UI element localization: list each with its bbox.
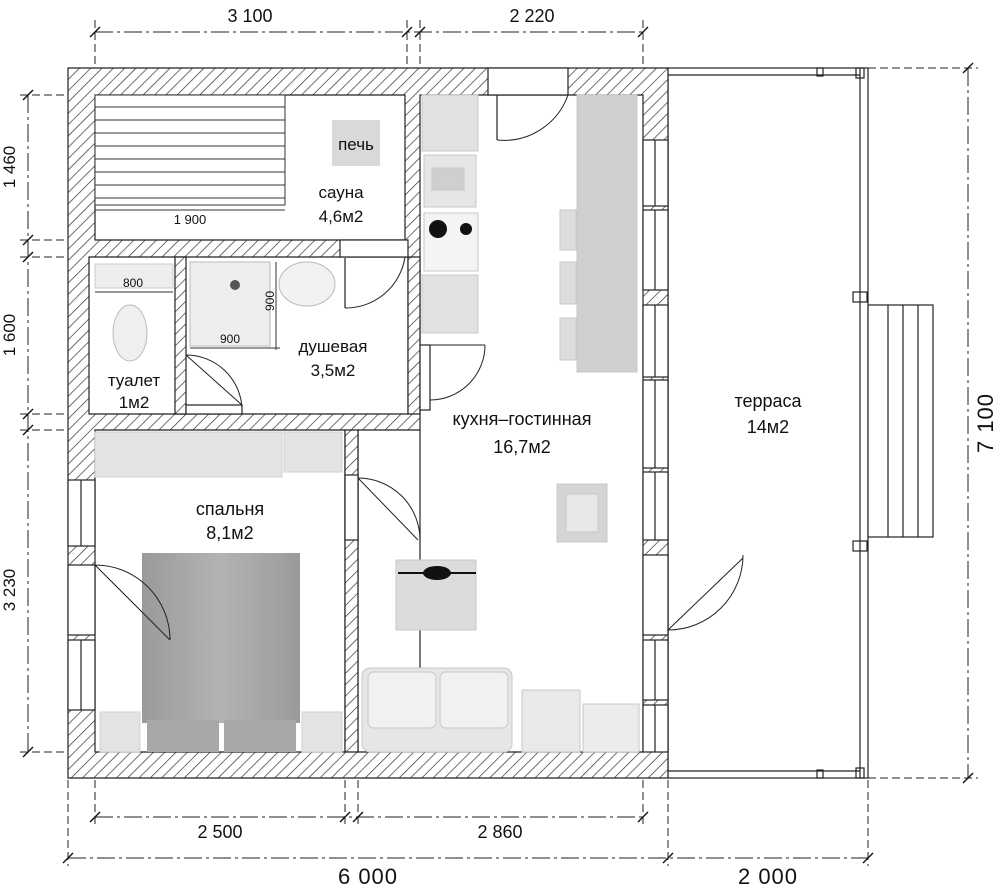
kitchen-area: 16,7м2 — [493, 437, 551, 457]
toilet-label: туалет — [107, 371, 161, 390]
shower-area: 3,5м2 — [310, 361, 356, 380]
bedroom-label: спальня — [195, 499, 265, 519]
dim-total-height: 7 100 — [973, 392, 998, 454]
toilet-area: 1м2 — [118, 393, 150, 412]
kitchen-furniture — [361, 94, 640, 753]
sauna-label: сауна — [318, 183, 364, 202]
bed-pillow-right — [224, 720, 296, 752]
stove-label: печь — [338, 135, 374, 154]
wall-openings — [67, 67, 669, 636]
shower-drain — [230, 280, 240, 290]
dim-left-mid: 1 600 — [0, 313, 19, 357]
dim-toilet-width: 800 — [122, 276, 144, 290]
dim-shower-depth: 900 — [263, 290, 277, 312]
terrace-steps — [867, 304, 934, 538]
dim-sauna-bench: 1 900 — [173, 212, 207, 227]
dim-left-bottom: 3 230 — [0, 568, 19, 612]
terrace-area: 14м2 — [746, 417, 790, 437]
terrace-label: терраса — [734, 391, 802, 411]
shower-tray — [189, 261, 271, 347]
dim-top-right: 2 220 — [509, 6, 555, 26]
dim-left-top: 1 460 — [0, 145, 19, 189]
toilet-bowl — [112, 304, 148, 362]
bedroom-furniture — [94, 431, 343, 753]
shower-sink — [278, 261, 336, 307]
dim-bottom-right: 2 860 — [477, 822, 523, 842]
sauna-area: 4,6м2 — [318, 207, 364, 226]
sauna-bench — [94, 94, 286, 206]
toilet-tank — [94, 263, 174, 289]
bed — [142, 553, 300, 723]
stove-box — [332, 120, 380, 166]
shower-label: душевая — [298, 337, 368, 356]
dim-shower-width: 900 — [219, 332, 241, 346]
door-swings — [94, 94, 744, 641]
kitchen-label: кухня–гостинная — [452, 409, 592, 429]
dim-terrace-width: 2 000 — [737, 864, 799, 889]
stove-burners — [429, 220, 472, 238]
dim-top-left: 3 100 — [227, 6, 273, 26]
bedroom-area: 8,1м2 — [206, 523, 254, 543]
dim-total-width: 6 000 — [337, 864, 399, 889]
dim-bottom-left: 2 500 — [197, 822, 243, 842]
bed-pillow-left — [147, 720, 219, 752]
dimension-ticks — [22, 26, 974, 864]
windows — [67, 139, 669, 753]
